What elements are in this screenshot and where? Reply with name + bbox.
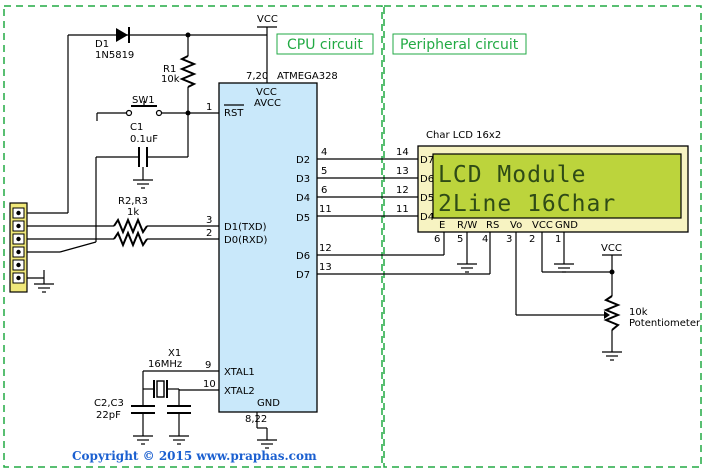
mcu-pin-d1-num: 3 [206,215,212,226]
mcu-d7-label: D7 [296,270,310,281]
pot-vcc-label: VCC [601,243,622,254]
c1-ref: C1 [130,122,143,133]
lcd-screen [432,153,682,219]
pot-label: Potentiometer [629,318,701,329]
peripheral-title: Peripheral circuit [400,37,519,53]
pot-value: 10k [629,307,648,318]
x1-value: 16MHz [148,359,182,370]
sw1-ref: SW1 [132,95,155,106]
capacitor-c3 [167,405,191,414]
peripheral-title-box [392,33,527,55]
c1-value: 0.1uF [130,134,158,145]
mcu-d4-label: D4 [296,193,310,204]
cpu-title-box [276,33,374,55]
sw1-contact-right [155,109,163,117]
lcd-pin-rw-num: 5 [457,234,463,245]
c23-value: 22pF [96,410,121,421]
mcu-d1-label: D1(TXD) [224,222,267,233]
x1-ref: X1 [168,348,181,359]
mcu-pin-xtal1-num: 9 [205,360,211,371]
mcu-d6-label: D6 [296,251,310,262]
c1-ground [133,179,153,189]
mcu-xtal1-label: XTAL1 [224,367,255,378]
lcd-rw-label: R/W [457,220,477,231]
capacitor-c2 [131,405,155,414]
potentiometer [603,295,621,331]
lcd-pin-gnd-num: 1 [555,234,561,245]
r1-value: 10k [161,74,180,85]
mcu-pin-xtal2-num: 10 [203,379,216,390]
mcu-d5-label: D5 [296,213,310,224]
lcd-line-1: LCD Module [438,162,586,188]
lcd-vcc-label: VCC [532,220,553,231]
mcu-ground [257,439,277,449]
mcu-pin-d0-num: 2 [206,228,212,239]
mcu-atmega328 [218,82,318,413]
peripheral-section-border [383,5,702,468]
mcu-part: ATMEGA328 [277,71,338,82]
lcd-vo-label: Vo [510,220,522,231]
mcu-d2-label: D2 [296,155,310,166]
lcd-e-label: E [439,220,445,231]
header-pins [12,207,25,284]
lcd-line-2: 2Line 16Char [438,191,616,217]
mcu-pins-top: 7,20 [246,71,268,82]
lcd-pin-d4-num: 11 [396,204,409,215]
mcu-pins-bottom: 8,22 [245,414,267,425]
mcu-vcc-label: VCC [256,87,277,98]
mcu-pin-d2-num: 4 [321,147,327,158]
lcd-title: Char LCD 16x2 [426,130,501,141]
resistor-r2 [113,217,148,235]
lcd-gnd-label: GND [555,220,578,231]
lcd-gnd-ground [554,263,574,273]
mcu-pin-rst-num: 1 [206,102,212,113]
mcu-xtal2-label: XTAL2 [224,386,255,397]
r23-value: 1k [127,207,139,218]
mcu-rst-label: RST [224,108,244,119]
lcd-pin-rs-num: 4 [482,234,488,245]
crystal-x1 [143,380,179,398]
cpu-title: CPU circuit [287,37,363,53]
lcd-rs-label: RS [486,220,499,231]
pot-ground [602,351,622,361]
c23-ref: C2,C3 [94,398,124,409]
diode-d1 [116,27,130,43]
lcd-pin-vo-num: 3 [506,234,512,245]
lcd-d5-label: D5 [420,193,434,204]
lcd-pin-d7-num: 14 [396,147,409,158]
d1-ref: D1 [95,39,109,50]
rw-ground [457,263,477,273]
d1-part: 1N5819 [95,50,134,61]
lcd-pin-e-num: 6 [434,234,440,245]
lcd-pin-d6-num: 13 [396,166,409,177]
mcu-pin-d6-num: 12 [319,243,332,254]
vcc-top-label: VCC [257,14,278,25]
mcu-pin-d3-num: 5 [321,166,327,177]
resistor-r3 [113,230,148,248]
mcu-pin-d4-num: 6 [321,185,327,196]
sw1-contact-left [125,109,133,117]
mcu-d0-label: D0(RXD) [224,235,267,246]
lcd-d4-label: D4 [420,212,434,223]
lcd-pin-vcc-num: 2 [529,234,535,245]
mcu-d3-label: D3 [296,174,310,185]
copyright-text: Copyright © 2015 www.praphas.com [72,449,317,463]
mcu-gnd-label: GND [257,398,280,409]
mcu-avcc-label: AVCC [254,98,281,109]
r1-ref: R1 [163,64,176,75]
resistor-r1 [179,55,197,88]
lcd-d7-label: D7 [420,155,434,166]
r23-ref: R2,R3 [118,196,148,207]
mcu-pin-d7-num: 13 [319,262,332,273]
lcd-pin-d5-num: 12 [396,185,409,196]
c2-ground [133,435,153,445]
mcu-pin-d5-num: 11 [319,204,332,215]
pot-wiper-arrow [604,311,610,319]
lcd-d6-label: D6 [420,174,434,185]
c3-ground [169,435,189,445]
header-ground [34,283,54,293]
